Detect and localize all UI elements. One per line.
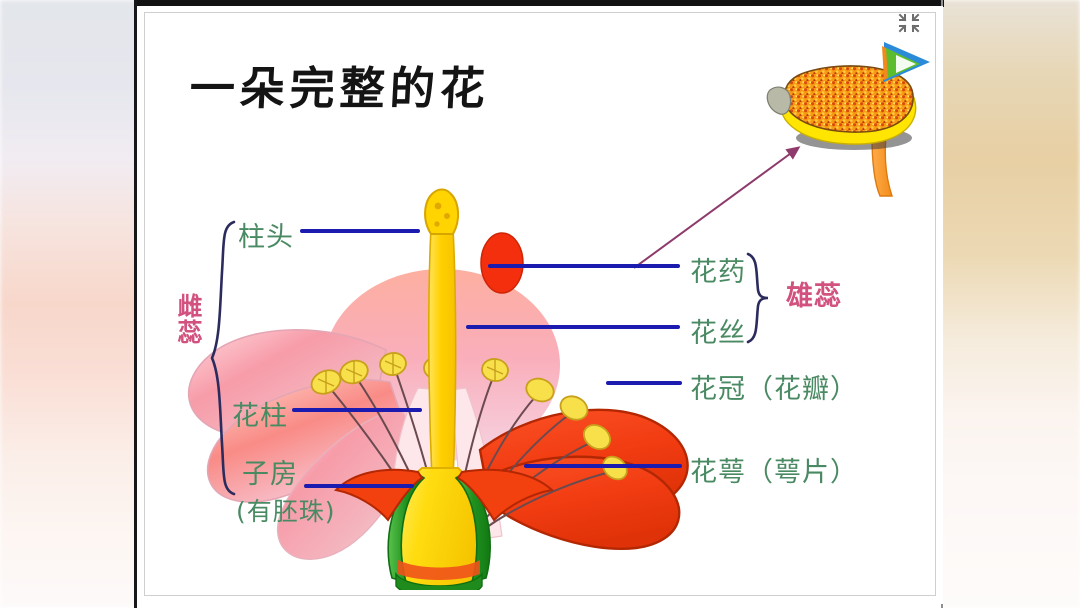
leader-line-ovary [304,484,414,488]
label-anther: 花药 [690,257,746,288]
label-ovary: 子房 [242,459,298,490]
leader-line-stigma [300,229,420,233]
leader-line-filament [466,325,680,329]
label-calyx: 花萼（萼片） [690,457,858,488]
stamen-brace [746,252,769,344]
backdrop-right [940,0,1080,608]
slide-left-edge [134,0,137,608]
label-style: 花柱 [232,401,288,432]
collapse-fullscreen-icon[interactable] [898,12,920,34]
page-title: 一朵完整的花 [188,62,492,115]
label-stigma: 柱头 [238,222,294,253]
flower-diagram [187,188,689,590]
leader-line-corolla [606,381,682,385]
label-pistil: 雌蕊 [174,293,203,345]
backdrop-top-bar [136,0,944,7]
anther-zoom-arrow [633,146,801,269]
pistil-brace [210,220,236,496]
backdrop-bottom-bar [136,604,944,608]
label-filament: 花丝 [690,318,746,349]
leader-line-calyx [524,464,682,468]
label-corolla: 花冠（花瓣） [690,374,858,405]
tencent-video-play-logo[interactable] [878,38,934,86]
slide-inner-border [144,12,936,596]
label-stamen: 雄蕊 [786,281,842,312]
anther-zoom-photo [766,65,917,197]
backdrop-left [0,0,140,608]
leader-line-anther [488,264,680,268]
leader-line-style [292,408,422,412]
label-ovule: (有胚珠) [236,497,336,526]
